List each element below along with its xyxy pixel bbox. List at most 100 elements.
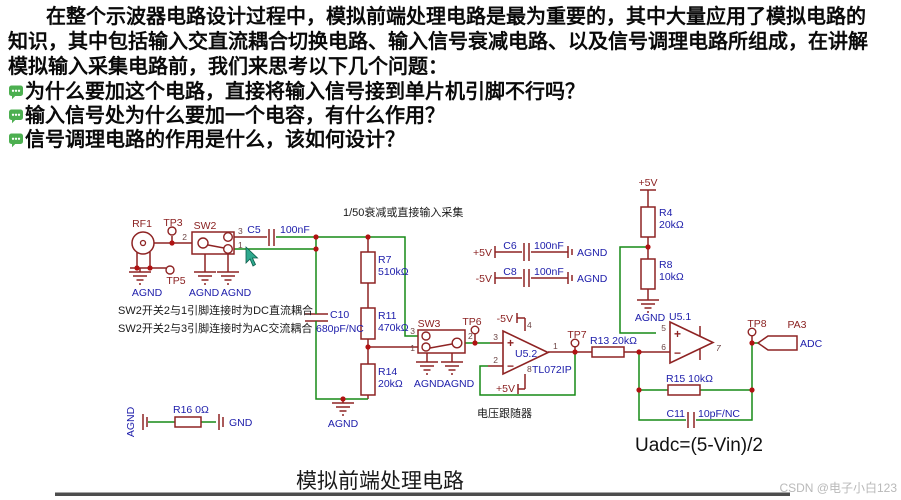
resistor-r8-body	[640, 258, 656, 290]
resistor-r15-body	[667, 384, 701, 396]
comment-icon	[9, 109, 23, 124]
sw2-pin2-contact	[197, 237, 209, 249]
question-item: 为什么要加这个电路，直接将输入信号接到单片机引脚不行吗？	[8, 80, 898, 104]
paragraph-line: 在整个示波器电路设计过程中，模拟前端处理电路是最为重要的，其中大量应用了模拟电路…	[46, 6, 866, 28]
value-c5: 100nF	[280, 224, 310, 236]
designator-r7: R7	[378, 254, 392, 266]
dc-coupling-note: SW2开关2与1引脚连接时为DC直流耦合	[118, 303, 313, 317]
sw3-pin1-number: 1	[410, 343, 415, 353]
designator-tp3: TP3	[163, 217, 182, 229]
value-r14: 20kΩ	[378, 378, 403, 390]
csdn-watermark: CSDN @电子小白123	[779, 480, 897, 495]
designator-c5: C5	[247, 224, 261, 236]
sw2-pin1-number: 1	[238, 240, 243, 250]
u52-pin8-number: 8	[527, 364, 532, 374]
designator-sw3: SW3	[418, 318, 441, 330]
testpoint-tp5	[165, 265, 175, 275]
testpoint-tp3	[167, 226, 177, 236]
power-plus5v-label: +5V	[639, 177, 658, 189]
net-label-adc: ADC	[800, 338, 823, 350]
designator-c11: C11	[667, 408, 686, 420]
paragraph-line: 模拟输入采集电路前，我们来思考以下几个问题：	[8, 56, 448, 78]
u51-minus-sign: −	[674, 346, 681, 360]
opamp-u52-triangle	[502, 329, 550, 376]
part-u52: TL072IP	[532, 364, 572, 376]
value-r7: 510kΩ	[378, 266, 409, 278]
designator-rf1: RF1	[132, 218, 152, 230]
designator-r11: R11	[378, 310, 397, 322]
sw2-pin3-contact	[222, 231, 233, 242]
question-text: 信号调理电路的作用是什么，该如何设计？	[25, 128, 405, 151]
adc-formula: Uadc=(5-Vin)/2	[635, 435, 763, 456]
ground-symbols	[129, 271, 659, 416]
question-text: 输入信号处为什么要加一个电容，有什么作用？	[25, 104, 445, 127]
attenuation-caption: 1/50衰减或直接输入采集	[343, 205, 463, 219]
schematic-title: 模拟前端处理电路	[296, 470, 464, 493]
net-label-agnd: AGND	[328, 418, 359, 430]
designator-c6: C6	[503, 240, 517, 252]
u51-pin6-number: 6	[661, 342, 666, 352]
net-label-agnd: AGND	[577, 247, 608, 259]
net-label-agnd: AGND	[635, 312, 666, 324]
u52-pin3-number: 3	[493, 332, 498, 342]
voltage-follower-label: 电压跟随器	[477, 406, 532, 420]
resistor-r11-body	[360, 307, 376, 340]
resistor-r16-body	[174, 416, 202, 428]
net-label-agnd: AGND	[577, 273, 608, 285]
net-label-agnd: AGND	[132, 287, 163, 299]
sw2-lever	[207, 244, 225, 249]
net-label-agnd: AGND	[414, 378, 445, 390]
u51-plus-sign: +	[674, 327, 681, 341]
u52-pin2-number: 2	[493, 355, 498, 365]
u52-pin4-number: 4	[527, 320, 532, 330]
bottom-divider	[55, 492, 790, 496]
resistor-r4-body	[640, 206, 656, 238]
testpoint-tp6	[470, 325, 480, 335]
comment-icon	[9, 133, 23, 148]
power-minus5v-label: -5V	[497, 313, 513, 325]
value-r11: 470kΩ	[378, 322, 409, 334]
u51-pin7-number: 7	[716, 343, 721, 353]
intro-text-block: 在整个示波器电路设计过程中，模拟前端处理电路是最为重要的，其中大量应用了模拟电路…	[8, 5, 898, 152]
designator-u52: U5.2	[515, 348, 537, 360]
value-r4: 20kΩ	[659, 219, 684, 231]
designator-r14: R14	[378, 366, 397, 378]
designator-r13: R13 20kΩ	[590, 335, 637, 347]
value-c10: 680pF/NC	[316, 323, 364, 335]
value-c8: 100nF	[534, 266, 564, 278]
port-pa3-shape	[756, 335, 798, 351]
designator-tp6: TP6	[462, 316, 481, 328]
paragraph-line: 知识，其中包括输入交直流耦合切换电路、输入信号衰减电路、以及信号调理电路所组成，…	[8, 31, 868, 53]
designator-c8: C8	[503, 266, 517, 278]
sw3-pin3-contact	[421, 331, 431, 341]
sw3-lever	[429, 343, 453, 349]
bnc-connector-rf1	[131, 231, 155, 255]
opamp-u51-triangle	[669, 320, 715, 365]
designator-tp8: TP8	[747, 318, 766, 330]
designator-tp7: TP7	[567, 329, 586, 341]
question-item: 信号调理电路的作用是什么，该如何设计？	[8, 128, 898, 152]
sw3-pin1-contact	[421, 342, 431, 352]
designator-r16: R16 0Ω	[173, 404, 209, 416]
designator-sw2: SW2	[194, 220, 217, 232]
ac-coupling-note: SW2开关2与3引脚连接时为AC交流耦合	[118, 321, 312, 335]
designator-pa3: PA3	[787, 319, 806, 331]
designator-tp5: TP5	[166, 275, 185, 287]
net-label-agnd: AGND	[125, 406, 137, 437]
testpoint-tp8	[747, 327, 757, 337]
u51-pin5-number: 5	[661, 323, 666, 333]
comment-icon	[9, 85, 23, 100]
u52-plus-sign: +	[507, 336, 514, 350]
net-label-agnd: AGND	[444, 378, 475, 390]
designator-c10: C10	[330, 309, 349, 321]
resistor-r13-body	[591, 346, 625, 358]
resistor-r14-body	[360, 363, 376, 396]
power-plus5v-label: +5V	[473, 247, 492, 259]
resistor-r7-body	[360, 251, 376, 284]
power-minus5v-label: -5V	[476, 273, 492, 285]
designator-r4: R4	[659, 207, 673, 219]
u52-pin1-number: 1	[553, 341, 558, 351]
designator-r8: R8	[659, 259, 673, 271]
bnc-center-pin	[139, 239, 147, 247]
power-plus5v-label: +5V	[496, 383, 515, 395]
